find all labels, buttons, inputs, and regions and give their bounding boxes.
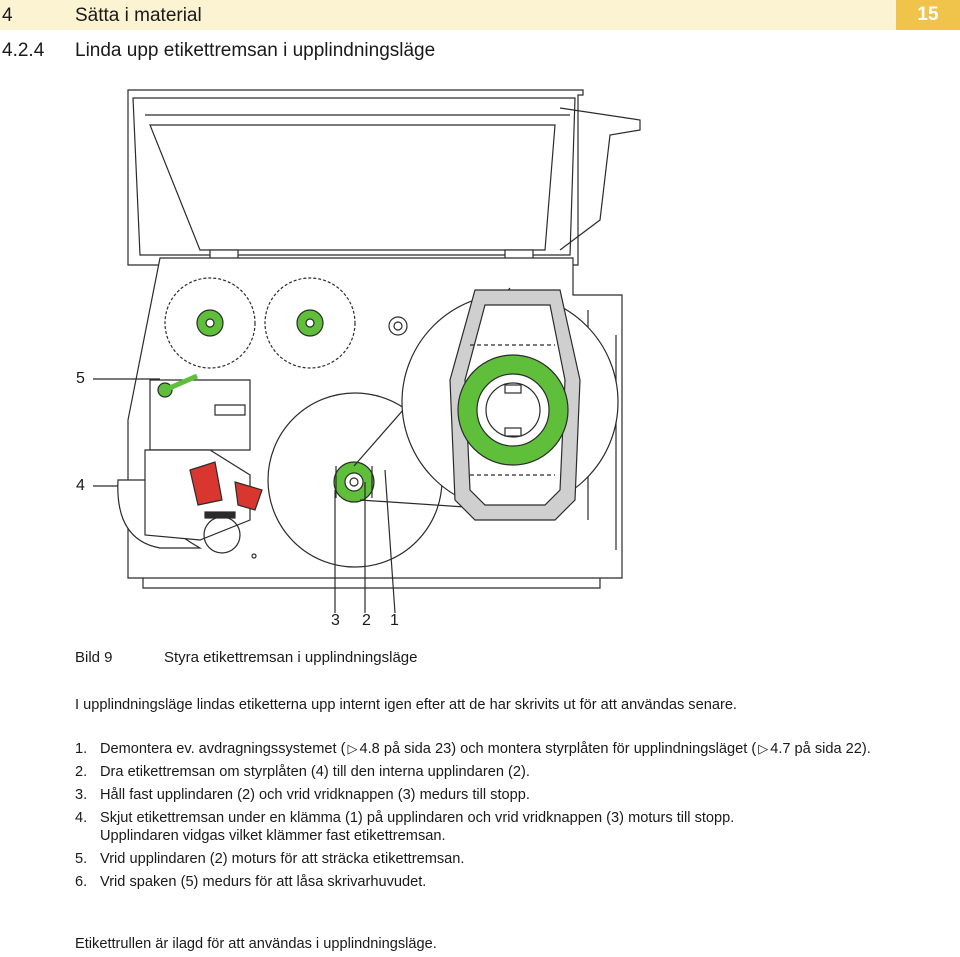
guide-plate-4 (117, 449, 263, 554)
section-number: 4.2.4 (2, 40, 45, 61)
printer-figure: 5 4 3 2 1 (0, 80, 960, 640)
step-3: 3. Håll fast upplindaren (2) och vrid vr… (75, 787, 530, 803)
callout-2: 2 (362, 612, 371, 629)
step-6: 6. Vrid spaken (5) medurs för att låsa s… (75, 874, 427, 890)
printer-cover (127, 89, 641, 266)
intro-paragraph: I upplindningsläge lindas etiketterna up… (75, 697, 737, 713)
callout-3: 3 (331, 612, 340, 629)
lever-5 (149, 373, 251, 451)
callout-lines (93, 378, 396, 614)
figure-caption-label: Bild 9 (75, 649, 113, 666)
figure-caption-text: Styra etikettremsan i upplindningsläge (164, 649, 418, 666)
printer-illustration (93, 89, 641, 614)
callout-5: 5 (76, 370, 85, 387)
magnified-detail (353, 287, 619, 521)
page-number-badge: 15 (896, 0, 960, 30)
chapter-number: 4 (2, 5, 13, 26)
closing-paragraph: Etikettrullen är ilagd för att användas … (75, 936, 437, 952)
callout-1: 1 (390, 612, 399, 629)
step-1: 1. Demontera ev. avdragningssystemet (▷4… (75, 741, 871, 757)
chapter-header: 4 Sätta i material (0, 0, 896, 30)
step-4: 4. Skjut etikettremsan under en klämma (… (75, 810, 735, 844)
drive-gears (164, 277, 408, 369)
step-5: 5. Vrid upplindaren (2) moturs för att s… (75, 851, 465, 867)
callout-4: 4 (76, 477, 85, 494)
chapter-title: Sätta i material (75, 5, 202, 26)
rewinder-assembly (251, 392, 443, 568)
reference-arrow-icon: ▷ (347, 741, 358, 756)
section-title: Linda upp etikettremsan i upplindningslä… (75, 40, 436, 61)
instruction-list: 1. Demontera ev. avdragningssystemet (▷4… (75, 740, 895, 896)
step-2: 2. Dra etikettremsan om styrplåten (4) t… (75, 764, 530, 780)
reference-arrow-icon: ▷ (758, 741, 769, 756)
